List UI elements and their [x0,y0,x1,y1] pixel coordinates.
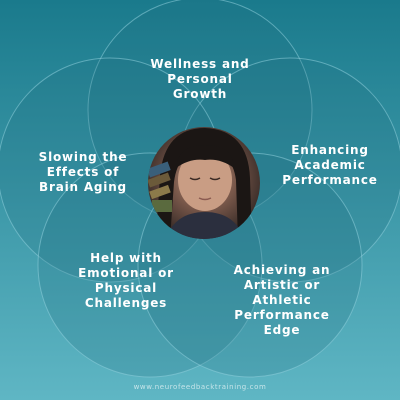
label-help-with-emotional-or-physical-challenges: Help with Emotional or Physical Challeng… [78,251,174,310]
woman-portrait-photo-icon [148,127,260,239]
label-wellness-and-personal-growth: Wellness and Personal Growth [150,57,250,101]
label-achieving-artistic-or-athletic-edge: Achieving an Artistic or Athletic Perfor… [233,263,331,337]
label-enhancing-academic-performance: Enhancing Academic Performance [282,143,378,187]
footer-website: www.neurofeedbacktraining.com [133,383,267,391]
label-slowing-effects-of-brain-aging: Slowing the Effects of Brain Aging [38,150,128,194]
